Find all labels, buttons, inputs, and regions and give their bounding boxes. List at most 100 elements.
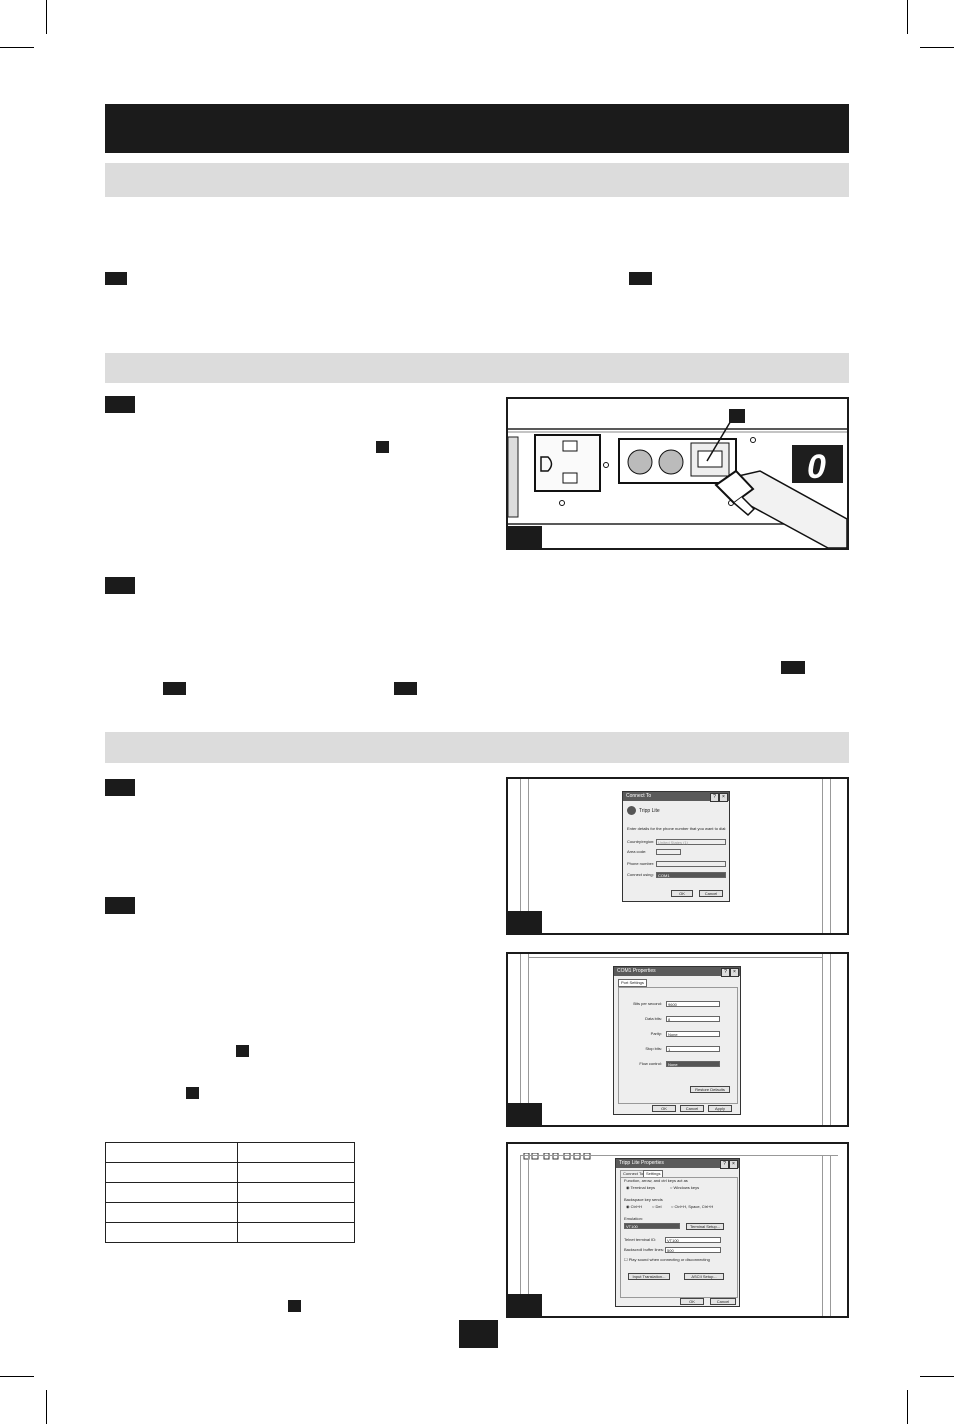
area-code-label: Area code: [627,849,647,854]
port-field-select[interactable]: 1 [666,1046,720,1052]
close-icon[interactable]: × [730,968,739,977]
ok-button[interactable]: OK [671,890,693,897]
step-tag [394,682,417,695]
pdu-port-illustration: 0 [508,399,847,548]
help-icon[interactable]: ? [721,968,730,977]
section-header [105,732,849,763]
port-field-select[interactable]: None [666,1061,720,1067]
help-icon[interactable]: ? [710,793,719,802]
connect-using-label: Connect using: [627,872,654,877]
emulation-select[interactable]: VT100 [624,1223,680,1229]
port-field-label: Flow control: [639,1061,662,1066]
page-title-bar [105,104,849,153]
callout-tag [186,1087,199,1099]
port-field-label: Bits per second: [633,1001,662,1006]
checkbox-label: Play sound when connecting or disconnect… [628,1257,710,1262]
step-tag [105,396,135,413]
cancel-button[interactable]: Cancel [710,1298,736,1305]
cancel-button[interactable]: Cancel [699,890,723,897]
connect-using-select[interactable]: COM1 [656,872,726,878]
backscroll-field[interactable]: 500 [665,1247,721,1253]
table-row [105,1142,355,1163]
port-field-select[interactable]: 9600 [666,1001,720,1007]
callout-tag [288,1300,301,1312]
dialog-titlebar: Tripp Lite Properties [616,1159,739,1168]
cancel-button[interactable]: Cancel [680,1105,704,1112]
settings-table [105,1142,355,1243]
country-select[interactable]: United States (1) [656,839,726,845]
close-icon[interactable]: × [729,1160,738,1169]
step-tag [163,682,186,695]
phone-label: Phone number: [627,861,655,866]
close-icon[interactable]: × [719,793,728,802]
country-label: Country/region: [627,839,655,844]
port-field-label: Parity: [650,1031,662,1036]
radio-del[interactable]: ○ Del [652,1204,662,1209]
apply-button[interactable]: Apply [708,1105,732,1112]
section-header [105,163,849,197]
backscroll-label: Backscroll buffer lines: [624,1247,664,1252]
radio-ctrl-h[interactable]: ◉ Ctrl+H [626,1204,643,1209]
section-header [105,353,849,383]
radio-label: Windows keys [673,1185,700,1190]
com-properties-dialog: COM1 Properties ? × Port Settings Bits p… [613,966,741,1115]
telnet-id-field[interactable]: VT100 [665,1237,721,1243]
phone-field[interactable] [656,861,726,867]
step-tag [105,272,127,285]
connection-name: Tripp Lite [639,808,660,814]
radio-windows-keys[interactable]: ○ Windows keys [670,1185,700,1190]
figure-tag [508,526,542,548]
radio-label: Terminal keys [630,1185,655,1190]
restore-defaults-button[interactable]: Restore Defaults [690,1086,730,1093]
crop-mark [907,1390,908,1424]
radio-terminal-keys[interactable]: ◉ Terminal keys [626,1185,655,1190]
figure-tag [508,1294,542,1316]
ok-button[interactable]: OK [652,1105,676,1112]
port-field-select[interactable]: 8 [666,1016,720,1022]
crop-mark [46,0,47,34]
phone-icon [627,806,636,815]
callout-tag [376,441,389,453]
step-tag [781,661,805,674]
play-sound-checkbox[interactable]: ☐ Play sound when connecting or disconne… [624,1257,710,1262]
dialog-prompt: Enter details for the phone number that … [627,826,727,831]
radio-label: Ctrl+H, Space, Ctrl+H [674,1204,714,1209]
connect-to-figure: Connect To ? × Tripp Lite Enter details … [506,777,849,935]
crop-mark [0,47,34,48]
dialog-titlebar: COM1 Properties [614,967,740,976]
backspace-group: Backspace key sends [624,1197,663,1202]
crop-mark [920,1376,954,1377]
step-tag [105,897,135,914]
callout-tag [236,1045,249,1057]
terminal-properties-figure: Tripp Lite Properties ? × Connect To Set… [506,1142,849,1318]
pdu-port-figure: 0 [506,397,849,550]
radio-label: Ctrl+H [630,1204,643,1209]
display-digit: 0 [807,448,826,486]
com-properties-figure: COM1 Properties ? × Port Settings Bits p… [506,952,849,1127]
crop-mark [46,1390,47,1424]
crop-mark [907,0,908,34]
area-code-field[interactable] [656,849,681,855]
telnet-id-label: Telnet terminal ID: [624,1237,657,1242]
help-icon[interactable]: ? [720,1160,729,1169]
crop-mark [920,47,954,48]
tab-port-settings[interactable]: Port Settings [618,979,647,987]
dialog-titlebar: Connect To [623,792,729,801]
figure-tag [508,1103,542,1125]
emulation-label: Emulation: [624,1216,643,1221]
ascii-setup-button[interactable]: ASCII Setup... [684,1273,724,1280]
port-field-select[interactable]: None [666,1031,720,1037]
radio-ctrl-h-space[interactable]: ○ Ctrl+H, Space, Ctrl+H [671,1204,714,1209]
terminal-properties-dialog: Tripp Lite Properties ? × Connect To Set… [615,1158,740,1307]
figure-tag [508,911,542,933]
terminal-setup-button[interactable]: Terminal Setup... [686,1223,724,1230]
input-translation-button[interactable]: Input Translation... [628,1273,670,1280]
function-keys-group: Function, arrow, and ctrl keys act as [624,1178,688,1183]
table-row [105,1162,355,1183]
step-tag [629,272,652,285]
table-row [105,1182,355,1203]
ok-button[interactable]: OK [680,1298,704,1305]
page-number-tab [459,1320,498,1348]
port-field-label: Stop bits: [645,1046,662,1051]
crop-mark [0,1376,34,1377]
